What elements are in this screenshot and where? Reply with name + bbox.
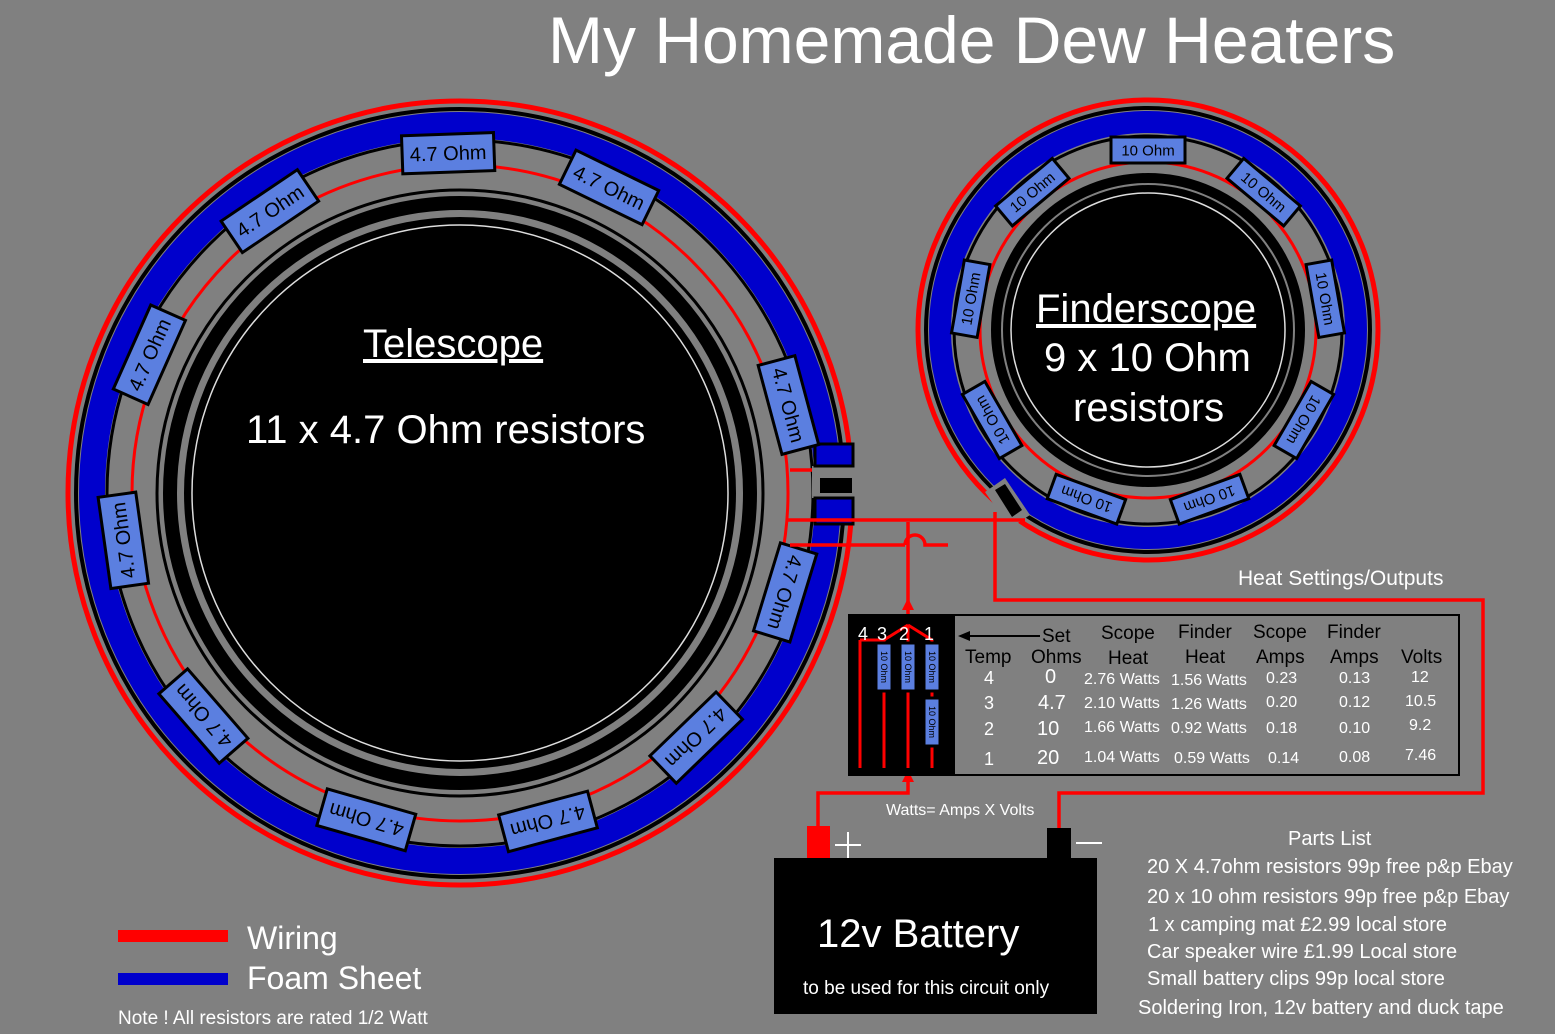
header-finder-heat-1: Finder (1178, 622, 1232, 643)
telescope-resistor: 4.7 Ohm (756, 353, 821, 457)
telescope-resistor: 4.7 Ohm (399, 131, 497, 176)
telescope-heading: Telescope (363, 322, 544, 366)
row-ohms: 4.7 (1038, 692, 1066, 714)
formula-text: Watts= Amps X Volts (886, 802, 1035, 819)
battery-positive-terminal (807, 826, 830, 858)
parts-list-item: 1 x camping mat £2.99 local store (1148, 914, 1448, 936)
switch-resistor: 10 Ohm (922, 641, 942, 693)
row-volts: 12 (1411, 669, 1429, 686)
finder-line2: resistors (1073, 386, 1225, 430)
header-volts: Volts (1401, 647, 1443, 668)
battery-label: 12v Battery (817, 912, 1020, 956)
row-finder-heat: 1.56 Watts (1171, 672, 1247, 689)
legend-note: Note ! All resistors are rated 1/2 Watt (118, 1008, 428, 1029)
switch-resistor: 10 Ohm (874, 641, 894, 693)
battery (774, 826, 1102, 1014)
telescope-resistor: 4.7 Ohm (96, 490, 151, 591)
battery-note: to be used for this circuit only (803, 978, 1050, 999)
legend-foam-swatch (118, 973, 228, 985)
resistor-label: 10 Ohm (879, 651, 889, 683)
legend-wiring-label: Wiring (247, 920, 338, 956)
resistor-label: 4.7 Ohm (409, 142, 486, 167)
row-scope-amps: 0.23 (1266, 670, 1298, 687)
header-scope-heat-2: Heat (1108, 648, 1149, 669)
row-temp: 3 (984, 693, 995, 713)
legend-wiring-swatch (118, 930, 228, 942)
switch-position-4: 4 (858, 624, 869, 644)
finder-outer-wire (915, 97, 1381, 563)
finder-tube (1003, 185, 1293, 475)
header-finder-heat-2: Heat (1185, 647, 1226, 668)
row-finder-heat: 1.26 Watts (1171, 696, 1247, 713)
header-ohms: Ohms (1031, 647, 1082, 668)
header-finder-amps-2: Amps (1330, 647, 1379, 668)
header-temp: Temp (965, 647, 1012, 668)
row-scope-amps: 0.20 (1266, 694, 1298, 711)
finder-resistor: 10 Ohm (1109, 135, 1187, 165)
switch-resistor: 10 Ohm (922, 696, 942, 748)
row-temp: 2 (984, 719, 995, 739)
parts-list-heading: Parts List (1288, 828, 1372, 850)
row-finder-amps: 0.13 (1339, 670, 1371, 687)
resistor-label: 10 Ohm (903, 651, 913, 683)
heat-table-box (955, 616, 1458, 774)
finder-resistor: 10 Ohm (993, 156, 1072, 228)
row-scope-heat: 1.04 Watts (1084, 749, 1160, 766)
resistor-label: 10 Ohm (1121, 142, 1174, 159)
battery-negative-terminal (1047, 828, 1071, 858)
row-scope-amps: 0.18 (1266, 720, 1298, 737)
circuit-wiring (788, 468, 1485, 828)
header-scope-amps-2: Amps (1256, 647, 1305, 668)
telescope-subtitle: 11 x 4.7 Ohm resistors (246, 408, 646, 452)
row-finder-heat: 0.92 Watts (1171, 720, 1247, 737)
row-volts: 9.2 (1409, 717, 1432, 734)
parts-list-item: 20 x 10 ohm resistors 99p free p&p Ebay (1147, 886, 1510, 908)
row-finder-amps: 0.10 (1339, 720, 1371, 737)
row-scope-heat: 2.76 Watts (1084, 671, 1160, 688)
row-ohms: 20 (1037, 747, 1060, 769)
row-temp: 1 (984, 749, 995, 769)
switch-position-3: 3 (877, 624, 888, 644)
row-volts: 10.5 (1405, 693, 1437, 710)
row-finder-amps: 0.08 (1339, 749, 1371, 766)
finder-line1: 9 x 10 Ohm (1044, 336, 1251, 380)
row-ohms: 10 (1037, 718, 1060, 740)
finder-resistor: 10 Ohm (1304, 258, 1347, 340)
parts-list-item: 20 X 4.7ohm resistors 99p free p&p Ebay (1147, 856, 1513, 878)
telescope-tube (184, 217, 736, 769)
parts-list-item: Car speaker wire £1.99 Local store (1147, 941, 1458, 963)
row-scope-amps: 0.14 (1268, 750, 1300, 767)
parts-list-item: Small battery clips 99p local store (1147, 968, 1445, 990)
header-finder-amps-1: Finder (1327, 622, 1381, 643)
row-finder-amps: 0.12 (1339, 694, 1371, 711)
row-scope-heat: 2.10 Watts (1084, 695, 1160, 712)
switch-position-2: 2 (899, 624, 910, 644)
row-volts: 7.46 (1405, 747, 1437, 764)
row-ohms: 0 (1045, 666, 1057, 688)
finder-heading: Finderscope (1036, 287, 1257, 331)
parts-list-item: Soldering Iron, 12v battery and duck tap… (1138, 997, 1504, 1019)
resistor-label: 10 Ohm (927, 706, 937, 738)
finder-foam-ring (929, 111, 1367, 549)
switch-panel: 10 Ohm 10 Ohm 10 Ohm 10 Ohm (848, 614, 1460, 776)
header-scope-amps-1: Scope (1253, 622, 1307, 643)
row-temp: 4 (984, 668, 995, 688)
switch-position-1: 1 (924, 624, 935, 644)
row-finder-heat: 0.59 Watts (1174, 750, 1250, 767)
resistor-label: 10 Ohm (927, 651, 937, 683)
legend-foam-label: Foam Sheet (247, 960, 422, 996)
header-scope-heat-1: Scope (1101, 623, 1155, 644)
row-scope-heat: 1.66 Watts (1084, 719, 1160, 736)
finder-resistor: 10 Ohm (949, 258, 992, 340)
heat-table-caption: Heat Settings/Outputs (1238, 567, 1444, 590)
switch-resistor: 10 Ohm (898, 641, 918, 693)
header-set: Set (1042, 626, 1071, 647)
page-title: My Homemade Dew Heaters (548, 3, 1396, 77)
